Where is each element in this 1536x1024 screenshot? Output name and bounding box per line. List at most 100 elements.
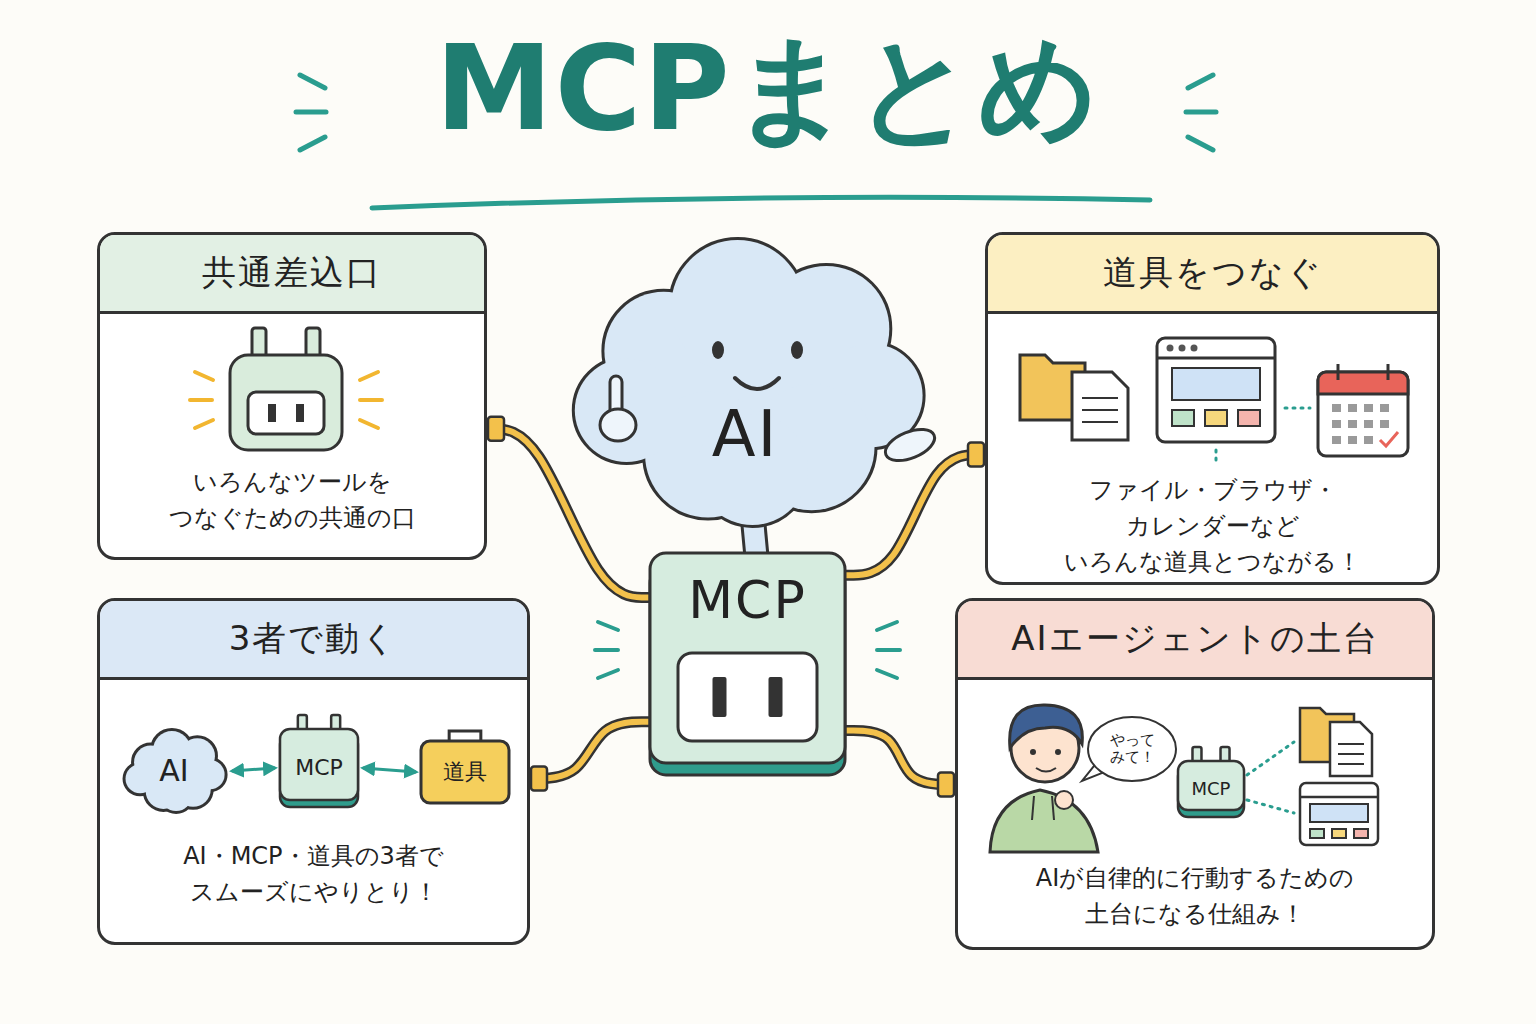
browser-icon bbox=[1191, 345, 1198, 352]
browser-icon bbox=[1238, 410, 1260, 426]
tool-box-shape bbox=[421, 741, 509, 803]
node-label: MCP bbox=[1192, 779, 1231, 800]
mcp-hub-shape bbox=[713, 677, 727, 717]
file-icon bbox=[1338, 763, 1364, 765]
panel-fill bbox=[97, 232, 1440, 950]
tool-box: 道具 bbox=[421, 741, 509, 803]
dotted-link bbox=[1247, 742, 1294, 775]
person-figure bbox=[1036, 768, 1056, 772]
calendar-icon bbox=[1364, 436, 1373, 444]
panel-body: AIが自律的に行動するための 土台になる仕組み！ bbox=[972, 860, 1418, 932]
spark-rays bbox=[190, 372, 382, 428]
panel-heading: AIエージェントの土台 bbox=[958, 601, 1432, 680]
file-icon bbox=[1330, 722, 1372, 776]
browser-icon bbox=[1300, 783, 1378, 845]
ai-cloud: AI bbox=[121, 731, 227, 811]
mcp-plug-shape bbox=[1178, 761, 1244, 810]
browser-icon bbox=[1172, 410, 1194, 426]
ai-cloud-shape bbox=[126, 764, 155, 793]
plug-icon bbox=[248, 392, 324, 434]
calendar-icon bbox=[1318, 364, 1408, 456]
calendar-icon bbox=[1348, 420, 1357, 428]
ai-cloud-shape bbox=[881, 423, 939, 467]
calendar-icon bbox=[1348, 404, 1357, 412]
calendar-icon bbox=[1380, 432, 1398, 446]
arrow-connector bbox=[363, 768, 416, 772]
calendar-icon bbox=[1318, 372, 1408, 394]
folder-icon bbox=[1072, 372, 1128, 440]
panel-fill bbox=[955, 598, 1435, 950]
file-icon bbox=[1300, 708, 1372, 776]
plug-icon bbox=[268, 404, 276, 422]
mcp-hub-shape bbox=[650, 553, 845, 763]
panel-fill bbox=[985, 232, 1440, 585]
cord-connector bbox=[968, 442, 984, 466]
browser-icon bbox=[1179, 345, 1186, 352]
calendar-icon bbox=[1332, 404, 1389, 444]
mcp-rays bbox=[877, 622, 897, 630]
folder-icon bbox=[1020, 355, 1128, 440]
node-label: やって みて！ bbox=[1092, 732, 1172, 767]
person-figure bbox=[1030, 749, 1036, 755]
title-dashes bbox=[1188, 75, 1213, 88]
browser-icon bbox=[1332, 829, 1346, 838]
mcp-rays bbox=[598, 622, 618, 630]
mcp-rays bbox=[598, 670, 618, 678]
mcp-hub-shape bbox=[678, 653, 817, 741]
panel-heading: 道具をつなぐ bbox=[988, 235, 1437, 314]
calendar-icon bbox=[1332, 436, 1341, 444]
mcp-rays bbox=[877, 648, 900, 652]
node-label: MCP bbox=[295, 755, 343, 780]
mcp-plug-shape bbox=[280, 715, 358, 807]
title-dashes bbox=[300, 75, 325, 88]
node-label: MCP bbox=[688, 571, 807, 631]
folder-icon bbox=[1082, 409, 1118, 411]
ai-cloud-shape bbox=[712, 341, 724, 359]
person-figure bbox=[1055, 749, 1061, 755]
title-dashes bbox=[300, 137, 325, 150]
browser-icon bbox=[1172, 368, 1260, 400]
cord-connector bbox=[845, 731, 955, 797]
panel-body: いろんなツールを つなぐための共通の口 bbox=[114, 464, 470, 536]
mcp-rays bbox=[877, 670, 897, 678]
spark-rays bbox=[195, 420, 213, 428]
title-dashes bbox=[1188, 137, 1213, 150]
ai-cloud-shape bbox=[735, 378, 779, 389]
mcp-hub-shape bbox=[650, 553, 845, 775]
browser-icon bbox=[1205, 410, 1227, 426]
spark-rays bbox=[360, 372, 378, 380]
browser-icon bbox=[1157, 357, 1275, 360]
file-icon bbox=[1338, 753, 1364, 755]
calendar-icon bbox=[1332, 404, 1341, 412]
person-figure bbox=[1010, 705, 1083, 748]
title-dashes bbox=[1186, 110, 1216, 115]
topic-panel: 道具をつなぐファイル・ブラウザ・カレンダーなど いろんな道具とつながる！ bbox=[985, 232, 1440, 585]
person-figure bbox=[990, 790, 1098, 852]
title-dashes bbox=[296, 110, 326, 115]
mcp-plug-shape bbox=[280, 729, 358, 800]
speech-bubble-shape bbox=[1088, 717, 1176, 781]
ai-cloud-shape bbox=[126, 731, 225, 811]
person-figure bbox=[1055, 791, 1073, 809]
calendar-icon bbox=[1318, 372, 1408, 456]
calendar-icon bbox=[1337, 364, 1340, 380]
dotted-link bbox=[1247, 800, 1294, 813]
ai-cloud-shape bbox=[126, 764, 155, 793]
mcp-rays bbox=[595, 648, 618, 652]
node-label: AI bbox=[159, 754, 188, 789]
calendar-icon bbox=[1380, 404, 1389, 412]
topic-panel: 3者で動くAI・MCP・道具の3者で スムーズにやりとり！AIMCP道具 bbox=[97, 598, 530, 945]
spark-rays bbox=[360, 398, 382, 402]
speech-bubble-shape bbox=[1082, 717, 1176, 781]
browser-icon bbox=[1157, 338, 1275, 442]
dotted-link bbox=[1215, 450, 1218, 464]
browser-icon bbox=[1310, 829, 1324, 838]
arrow-connector bbox=[363, 768, 416, 772]
panel-heading: 3者で動く bbox=[100, 601, 527, 680]
node-label: AI bbox=[712, 398, 779, 472]
ai-cloud-shape bbox=[575, 358, 679, 462]
mcp-plug: MCP bbox=[280, 729, 358, 807]
tool-box-shape bbox=[421, 731, 509, 803]
browser-icon bbox=[1310, 804, 1368, 822]
